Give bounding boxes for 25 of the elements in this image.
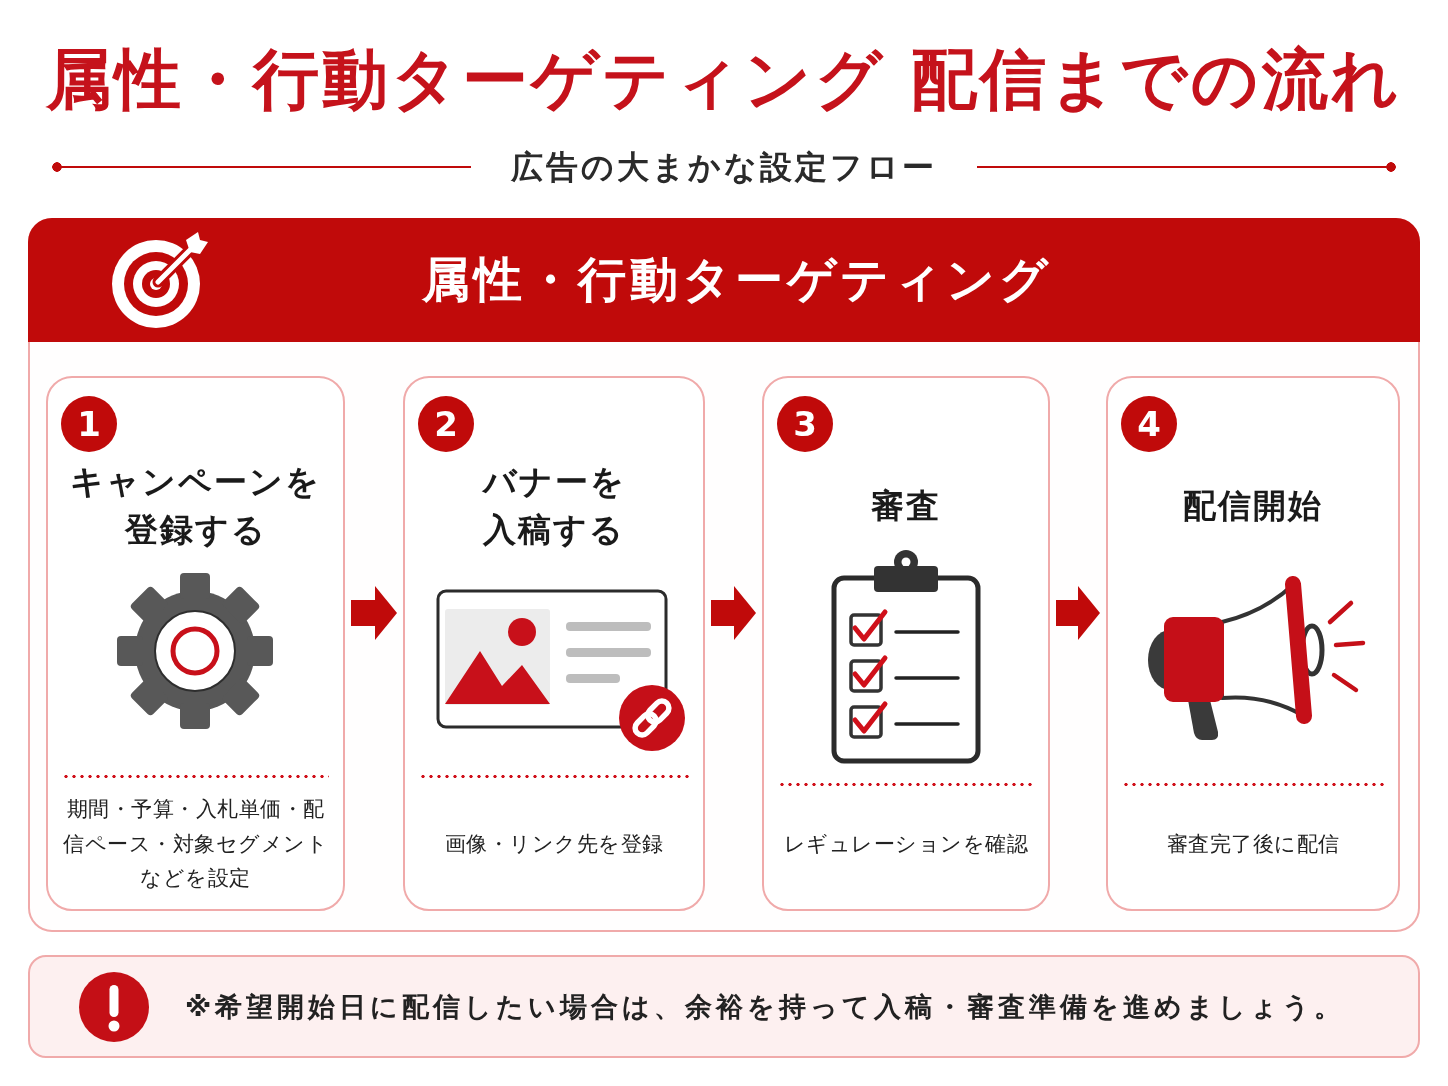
step-title: 配信開始 bbox=[1183, 485, 1323, 528]
step-title: 審査 bbox=[871, 485, 941, 528]
note-text: ※希望開始日に配信したい場合は、余裕を持って入稿・審査準備を進めましょう。 bbox=[185, 990, 1346, 1023]
subtitle: 広告の大まかな設定フロー bbox=[511, 147, 937, 187]
step-number: 3 bbox=[777, 396, 833, 452]
step-description: 期間・予算・入札単価・配信ペース・対象セグメントなどを設定 bbox=[62, 796, 329, 893]
step-number: 1 bbox=[61, 396, 117, 452]
arrow bbox=[711, 586, 756, 640]
notice-panel bbox=[28, 955, 1420, 1058]
step-description: 画像・リンク先を登録 bbox=[444, 830, 664, 858]
step-description: 審査完了後に配信 bbox=[1166, 830, 1340, 858]
title: 属性・行動ターゲティング 配信までの流れ bbox=[45, 42, 1403, 118]
step-card bbox=[46, 376, 345, 911]
step-number: 4 bbox=[1121, 396, 1177, 452]
arrow bbox=[1056, 586, 1100, 640]
arrow bbox=[351, 586, 397, 640]
step-card bbox=[1106, 376, 1400, 911]
step-title: バナーを入稿する bbox=[481, 461, 627, 551]
panel-heading: 属性・行動ターゲティング bbox=[422, 251, 1052, 309]
step-number: 2 bbox=[418, 396, 474, 452]
step-card bbox=[762, 376, 1050, 911]
step-title: キャンペーンを登録する bbox=[69, 461, 322, 551]
step-description: レギュレーションを確認 bbox=[783, 830, 1029, 858]
flow-panel bbox=[28, 218, 1420, 932]
step-card bbox=[403, 376, 705, 911]
